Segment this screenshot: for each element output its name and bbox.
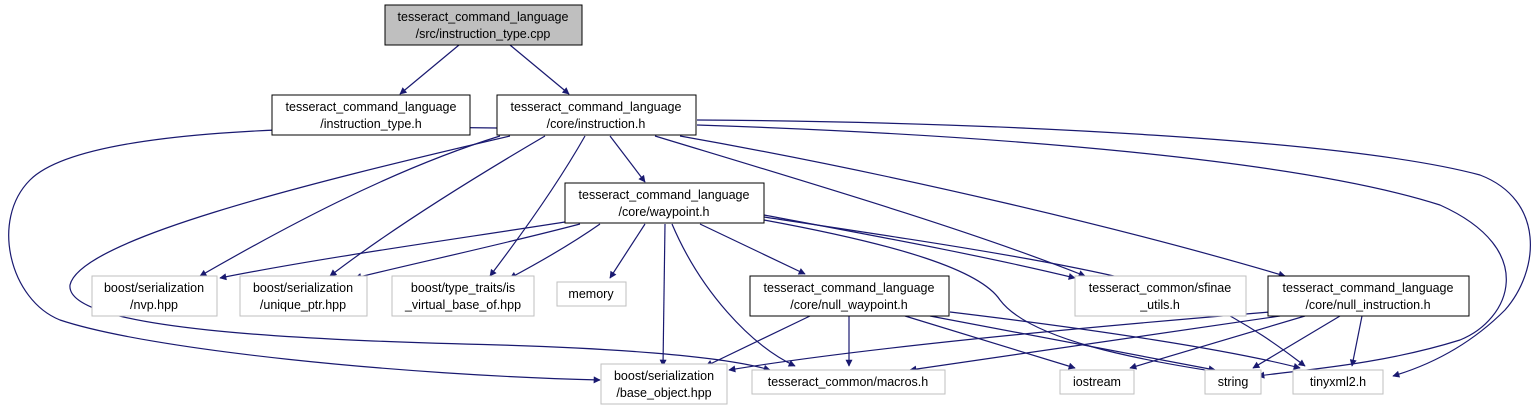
node-instruction-type-h[interactable]: tesseract_command_language /instruction_…	[271, 94, 471, 136]
node-tesseract-common-macros[interactable]: tesseract_common/macros.h	[751, 369, 946, 395]
edge-null-instruction-to-base-object	[728, 311, 1271, 373]
node-instruction-type-line-2: /instruction_type.h	[320, 117, 421, 131]
node-null-instruction-line-1: tesseract_command_language	[1283, 281, 1454, 295]
node-iostream[interactable]: iostream	[1059, 369, 1135, 395]
edge-null-instruction-to-iostream	[1129, 315, 1306, 370]
node-base-object-line-1: boost/serialization	[614, 369, 714, 383]
edge-waypoint-to-null-waypoint	[699, 223, 806, 275]
edge-waypoint-to-is-virtual	[509, 223, 601, 279]
node-waypoint-line-2: /core/waypoint.h	[618, 205, 709, 219]
edge-instruction-to-base-object	[8, 126, 601, 384]
node-boost-serialization-unique-ptr[interactable]: boost/serialization /unique_ptr.hpp	[239, 275, 368, 317]
node-nvp-line-2: /nvp.hpp	[130, 298, 178, 312]
edge-waypoint-to-memory	[609, 223, 646, 279]
node-null-waypoint-line-1: tesseract_command_language	[764, 281, 935, 295]
edge-instruction-to-tinyxml2	[696, 119, 1531, 378]
node-nvp-line-1: boost/serialization	[104, 281, 204, 295]
node-instruction-line-1: tesseract_command_language	[511, 100, 682, 114]
node-tinyxml2-h[interactable]: tinyxml2.h	[1292, 369, 1384, 395]
node-root-line-2: /src/instruction_type.cpp	[416, 27, 551, 41]
node-root-line-1: tesseract_command_language	[398, 10, 569, 24]
edge-instruction-to-nvp	[199, 135, 501, 277]
node-null-waypoint-line-2: /core/null_waypoint.h	[790, 298, 907, 312]
edge-waypoint-to-base-object	[659, 223, 667, 367]
node-tinyxml2-line-1: tinyxml2.h	[1310, 375, 1366, 389]
node-unique-ptr-line-1: boost/serialization	[253, 281, 353, 295]
node-root-instruction-type-cpp[interactable]: tesseract_command_language /src/instruct…	[384, 4, 583, 46]
edge-null-instruction-to-tinyxml2	[1349, 315, 1363, 367]
node-tesseract-common-sfinae-utils[interactable]: tesseract_common/sfinae _utils.h	[1074, 275, 1247, 317]
edge-instruction-to-macros	[69, 135, 771, 372]
edge-waypoint-to-unique-ptr	[354, 223, 581, 280]
edge-waypoint-to-macros	[671, 223, 796, 367]
edge-instruction-to-sfinae	[654, 135, 1086, 277]
node-string-line-1: string	[1218, 375, 1249, 389]
node-memory-line-1: memory	[568, 287, 614, 301]
node-core-instruction-h[interactable]: tesseract_command_language /core/instruc…	[496, 94, 697, 136]
dependency-edges	[8, 44, 1531, 384]
node-base-object-line-2: /base_object.hpp	[616, 386, 711, 400]
node-sfinae-line-1: tesseract_common/sfinae	[1089, 281, 1231, 295]
edge-root-to-instruction-type	[399, 44, 460, 95]
node-waypoint-line-1: tesseract_command_language	[579, 188, 750, 202]
edge-null-waypoint-to-string	[929, 315, 1216, 373]
edge-instruction-to-unique-ptr	[329, 135, 546, 277]
edge-null-waypoint-to-tinyxml2	[949, 311, 1301, 370]
file-nodes: tesseract_command_language /src/instruct…	[91, 4, 1470, 405]
edge-null-instruction-to-string	[1252, 315, 1341, 369]
edge-instruction-to-string	[696, 124, 1507, 379]
node-instruction-type-line-1: tesseract_command_language	[286, 100, 457, 114]
node-boost-type-traits-is-virtual-base-of[interactable]: boost/type_traits/is _virtual_base_of.hp…	[391, 275, 535, 317]
node-core-waypoint-h[interactable]: tesseract_command_language /core/waypoin…	[564, 182, 765, 224]
edge-instruction-to-null-instruction	[679, 135, 1286, 278]
node-is-virtual-line-2: _virtual_base_of.hpp	[404, 298, 521, 312]
edge-waypoint-to-string	[763, 219, 1219, 375]
node-iostream-line-1: iostream	[1073, 375, 1121, 389]
node-macros-line-1: tesseract_common/macros.h	[768, 375, 929, 389]
node-core-null-waypoint-h[interactable]: tesseract_command_language /core/null_wa…	[749, 275, 950, 317]
node-is-virtual-line-1: boost/type_traits/is	[411, 281, 515, 295]
edge-instruction-to-is-virtual	[489, 135, 586, 277]
node-boost-serialization-nvp[interactable]: boost/serialization /nvp.hpp	[91, 275, 218, 317]
edge-null-waypoint-to-base-object	[705, 315, 811, 367]
edge-null-waypoint-to-iostream	[904, 315, 1076, 370]
node-unique-ptr-line-2: /unique_ptr.hpp	[260, 298, 346, 312]
edge-waypoint-to-nvp	[219, 221, 566, 281]
node-string[interactable]: string	[1204, 369, 1262, 395]
edge-instruction-to-waypoint	[609, 135, 646, 183]
edge-root-to-instruction	[509, 44, 570, 95]
node-sfinae-line-2: _utils.h	[1139, 298, 1180, 312]
node-instruction-line-2: /core/instruction.h	[547, 117, 646, 131]
node-null-instruction-line-2: /core/null_instruction.h	[1305, 298, 1430, 312]
node-memory[interactable]: memory	[556, 281, 627, 307]
node-core-null-instruction-h[interactable]: tesseract_command_language /core/null_in…	[1267, 275, 1470, 317]
edge-null-instruction-to-macros	[909, 315, 1281, 373]
node-boost-serialization-base-object[interactable]: boost/serialization /base_object.hpp	[600, 363, 728, 405]
